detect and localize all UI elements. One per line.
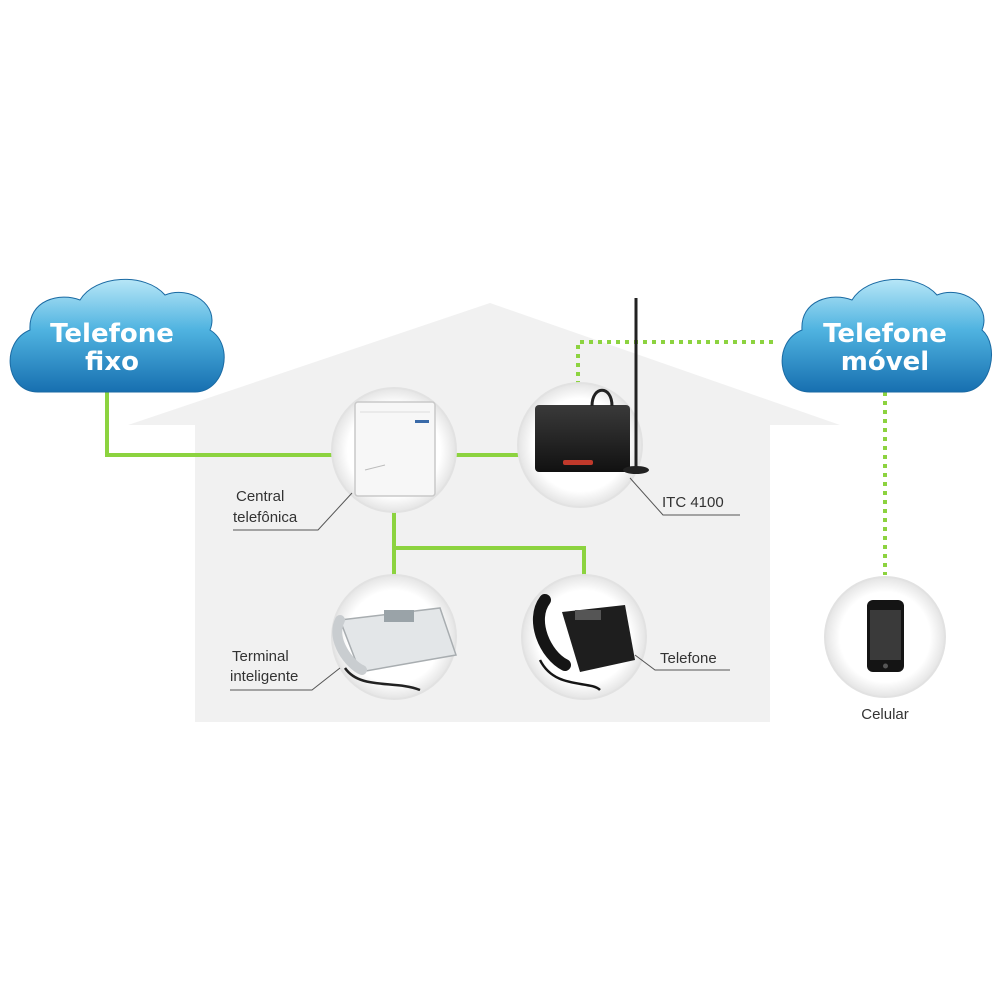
device-central-telefonica: Central telefônica: [233, 387, 457, 531]
label-central-line1: Central: [236, 488, 284, 505]
pbx-box-icon: [354, 401, 436, 497]
phone-icon: [532, 594, 635, 692]
device-itc-4100: ITC 4100: [517, 298, 740, 516]
link-pbx-to-terminals: [392, 510, 586, 578]
cloud-fixed-line1: Telefone: [50, 319, 174, 349]
cloud-mobile-line2: móvel: [841, 347, 929, 377]
label-terminal-line1: Terminal: [232, 648, 289, 665]
label-celular: Celular: [861, 706, 909, 723]
link-fixed-to-pbx: [105, 390, 335, 457]
cloud-mobile-line1: Telefone: [823, 319, 947, 349]
wireless-connections: [576, 340, 887, 575]
cloud-fixed-line2: fixo: [85, 347, 139, 377]
label-itc: ITC 4100: [662, 494, 724, 511]
cloud-shape: [9, 278, 225, 393]
cloud-shape: [781, 278, 993, 393]
house-shape: [128, 303, 840, 722]
device-telefone: Telefone: [521, 574, 730, 700]
cloud-telefone-movel: Telefone móvel: [781, 278, 993, 393]
label-telefone: Telefone: [660, 650, 717, 667]
label-terminal-line2: inteligente: [230, 668, 298, 685]
wired-connections: [105, 390, 586, 578]
device-terminal-inteligente: Terminal inteligente: [230, 574, 457, 700]
smartphone-icon: [867, 600, 904, 672]
cloud-telefone-fixo: Telefone fixo: [9, 278, 225, 393]
desk-phone-icon: [332, 607, 457, 692]
device-celular: Celular: [824, 576, 946, 723]
label-central-line2: telefônica: [233, 509, 298, 526]
cellular-interface-icon: [535, 298, 649, 474]
